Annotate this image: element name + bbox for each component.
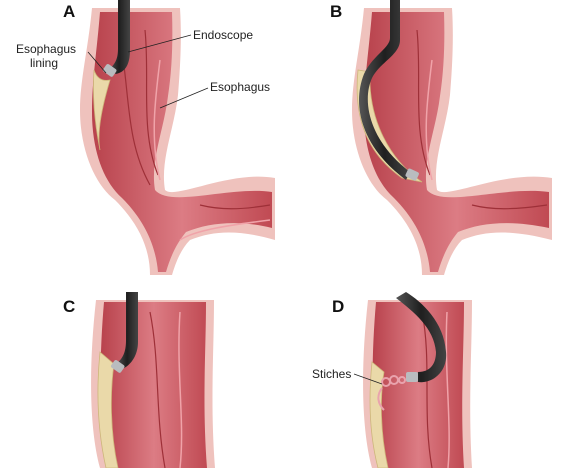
endoscope <box>116 292 138 368</box>
label-endoscope: Endoscope <box>193 28 253 42</box>
panel-letter-c: C <box>63 297 75 316</box>
label-esophagus-lining-1: Esophagus <box>16 42 76 56</box>
endoscope <box>396 292 447 383</box>
endoscope <box>359 0 410 180</box>
panel-letter-d: D <box>332 297 344 316</box>
label-esophagus-lining-2: lining <box>30 56 58 70</box>
label-stitches: Stiches <box>312 367 351 381</box>
esophagus-lining <box>97 351 119 468</box>
esophagus-lumen <box>100 302 207 468</box>
endoscope-tip <box>406 372 418 382</box>
stitches <box>377 375 406 411</box>
endoscope <box>108 0 130 74</box>
endoscope-tip <box>405 168 419 181</box>
esophagus-lining <box>369 361 389 468</box>
esophagus-lumen <box>92 12 272 272</box>
esophagus-lining <box>93 69 111 151</box>
panel-a: A Endoscope Esophagus lining Esophagus <box>16 0 275 275</box>
label-esophagus: Esophagus <box>210 80 270 94</box>
esophagus-lumen <box>364 12 549 272</box>
panel-letter-b: B <box>330 2 342 21</box>
panel-d: D Stiches <box>312 292 472 468</box>
panel-b: B <box>330 0 552 275</box>
endoscope-tip <box>103 64 117 77</box>
panel-c: C <box>63 292 215 468</box>
endoscope-tip <box>111 360 125 373</box>
panel-letter-a: A <box>63 2 75 21</box>
